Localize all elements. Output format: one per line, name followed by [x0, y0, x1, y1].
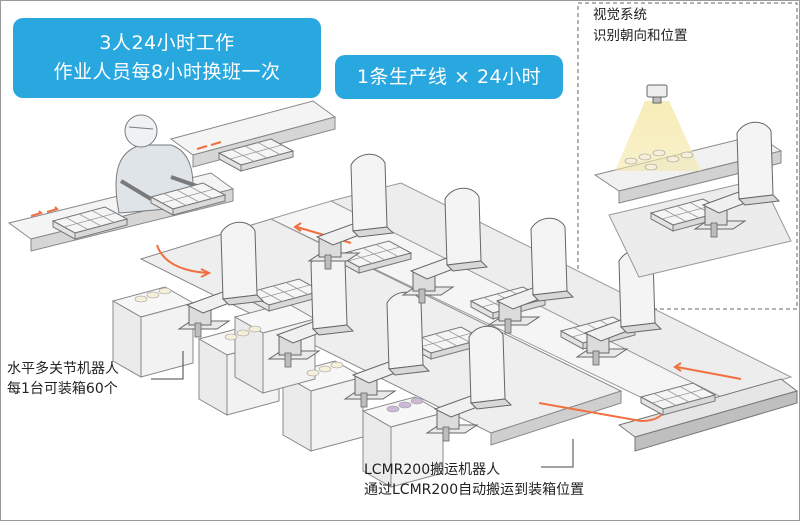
lcmr-label-line2: 通过LCMR200自动搬运到装箱位置 — [364, 482, 585, 498]
leader-lines — [151, 351, 574, 468]
shift-schedule-badge: 3人24小时工作 作业人员每8小时换班一次 — [13, 18, 321, 98]
vision-detail — [593, 84, 792, 278]
vision-system-region — [577, 2, 798, 310]
production-line-badge-text: 1条生产线 × 24小时 — [356, 66, 542, 88]
part-pedestals — [112, 286, 444, 488]
vision-label-line2: 识别朝向和位置 — [593, 28, 688, 44]
vision-label-line1: 视觉系统 — [593, 7, 647, 23]
shift-badge-line2: 作业人员每8小时换班一次 — [53, 61, 281, 83]
vision-system-label: 视觉系统 识别朝向和位置 — [593, 5, 688, 47]
scara-label-line2: 每1台可装箱60个 — [7, 381, 118, 397]
production-line-badge: 1条生产线 × 24小时 — [335, 55, 563, 99]
scara-robot-label: 水平多关节机器人 每1台可装箱60个 — [7, 359, 119, 399]
scara-label-line1: 水平多关节机器人 — [7, 361, 119, 377]
lcmr-label-line1: LCMR200搬运机器人 — [364, 462, 501, 478]
lcmr-robot-label: LCMR200搬运机器人 通过LCMR200自动搬运到装箱位置 — [364, 460, 584, 500]
shift-badge-line1: 3人24小时工作 — [99, 32, 235, 54]
operator-figure — [115, 114, 226, 216]
camera-icon — [646, 84, 668, 104]
